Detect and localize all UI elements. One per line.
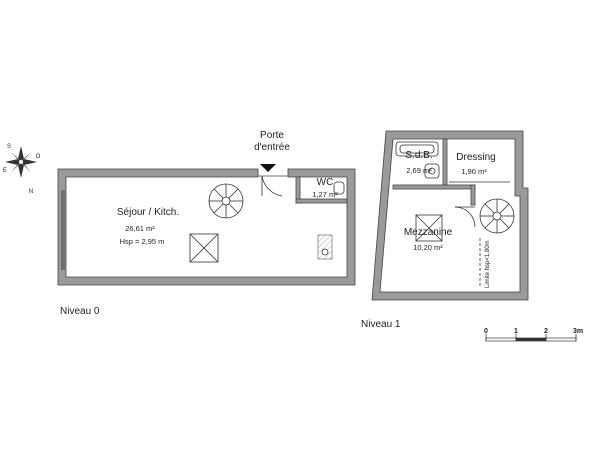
- sejour-height: Hsp = 2,95 m: [120, 237, 165, 246]
- scale-tick-3: 3m: [573, 328, 583, 335]
- scale-tick-1: 1: [514, 328, 518, 335]
- level0-label: Niveau 0: [60, 306, 100, 317]
- level1-walls: [371, 130, 529, 301]
- wc-name: WC: [317, 177, 334, 188]
- mezzanine-name: Mezzanine: [404, 227, 453, 238]
- compass-rose-icon: N S E O: [3, 144, 41, 195]
- compass-east-label: E: [3, 168, 7, 174]
- scale-tick-2: 2: [544, 328, 548, 335]
- entrance-arrow-icon: [260, 164, 276, 172]
- level0-plan: Porte d'entrée Séjour / Kitch. 26,61 m² …: [57, 130, 356, 317]
- dressing-name: Dressing: [456, 152, 495, 163]
- compass-north-label: N: [29, 189, 33, 195]
- scale-tick-0: 0: [484, 328, 488, 335]
- wc-area: 1,27 m²: [312, 190, 338, 199]
- level1-label: Niveau 1: [361, 319, 401, 330]
- low-height-note: Limite hsp<1,80m: [485, 240, 491, 288]
- entrance-label-line2: d'entrée: [254, 142, 290, 153]
- dressing-area: 1,90 m²: [461, 167, 487, 176]
- compass-west-label: O: [36, 154, 41, 160]
- sdb-name: S.d.B.: [405, 150, 432, 161]
- spiral-staircase-icon: [208, 183, 244, 219]
- scale-bar: 0 1 2 3m: [484, 328, 583, 342]
- sdb-area: 2,69 m²: [406, 166, 432, 175]
- mezzanine-area: 10,20 m²: [413, 243, 443, 252]
- sejour-name: Séjour / Kitch.: [117, 207, 179, 218]
- sejour-area: 26,61 m²: [125, 224, 155, 233]
- spiral-staircase-icon: [479, 198, 515, 234]
- level1-plan: S.d.B. 2,69 m² Dressing 1,90 m² Mezzanin…: [361, 130, 529, 330]
- level0-walls: [57, 168, 356, 286]
- entrance-label-line1: Porte: [260, 130, 284, 141]
- compass-south-label: S: [7, 144, 11, 150]
